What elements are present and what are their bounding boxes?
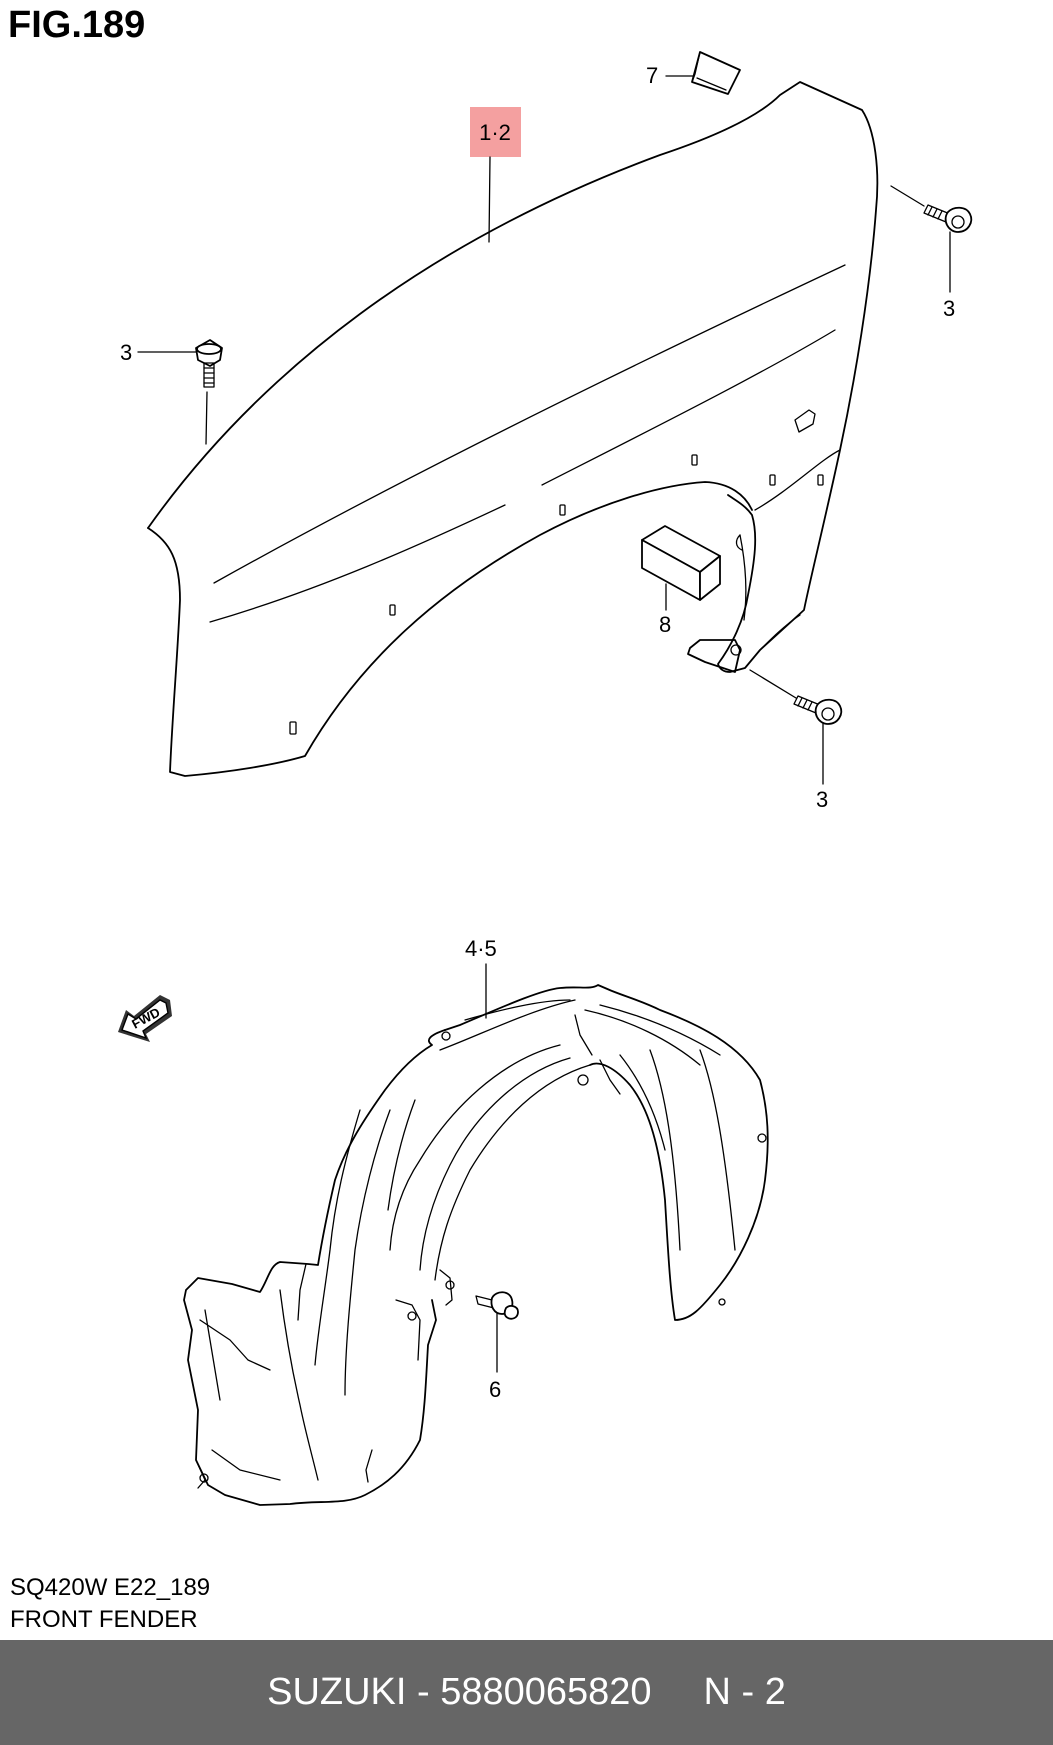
figure-title: FIG.189 bbox=[8, 4, 146, 46]
brand-part-number: SUZUKI - 5880065820 bbox=[267, 1671, 652, 1713]
bolt-upper-right[interactable] bbox=[923, 204, 973, 233]
callout-bolt-upper-right[interactable]: 3 bbox=[943, 296, 955, 321]
callout-fender[interactable]: 1·2 bbox=[479, 120, 511, 145]
callout-bolt-lower-right[interactable]: 3 bbox=[816, 787, 828, 812]
callout-liner[interactable]: 4·5 bbox=[465, 936, 497, 961]
fwd-arrow-icon: FWD bbox=[118, 995, 172, 1042]
wheel-house-liner[interactable] bbox=[183, 984, 769, 1506]
callout-bolt-left[interactable]: 3 bbox=[120, 340, 132, 365]
cap-part[interactable] bbox=[691, 51, 741, 95]
page-indicator: N - 2 bbox=[703, 1671, 786, 1713]
pad-part[interactable] bbox=[641, 525, 721, 601]
exploded-parts-diagram: 1·2 7 3 3 8 3 bbox=[118, 51, 973, 1506]
figure-description: FRONT FENDER bbox=[10, 1606, 198, 1633]
clip-part[interactable] bbox=[475, 1291, 519, 1320]
callout-pad[interactable]: 8 bbox=[659, 612, 671, 637]
bolt-left[interactable] bbox=[195, 339, 223, 388]
callout-cap[interactable]: 7 bbox=[646, 63, 658, 88]
model-code: SQ420W E22_189 bbox=[10, 1574, 211, 1601]
callout-clip[interactable]: 6 bbox=[489, 1377, 501, 1402]
bolt-lower-right[interactable] bbox=[793, 695, 843, 725]
front-fender[interactable] bbox=[147, 81, 879, 777]
footer-bar: SUZUKI - 5880065820 N - 2 bbox=[0, 1640, 1053, 1745]
callout-highlight bbox=[470, 107, 521, 157]
